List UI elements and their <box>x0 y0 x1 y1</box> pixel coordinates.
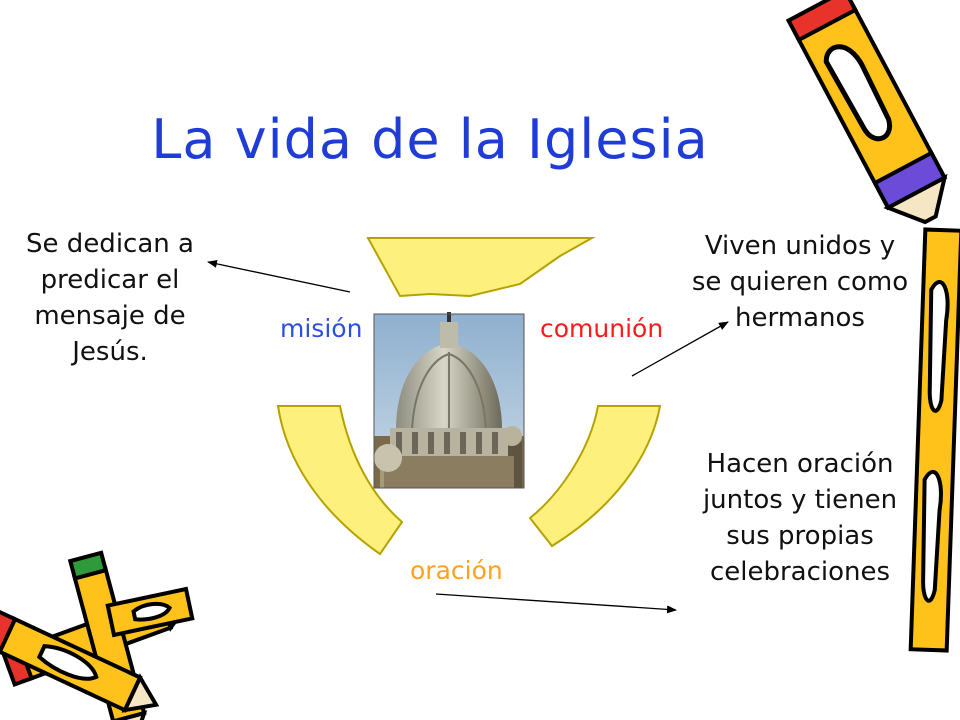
slide-title: La vida de la Iglesia <box>151 108 709 171</box>
label-comunion: comunión <box>540 314 664 343</box>
pencil-clipart-top-right <box>785 0 948 225</box>
label-oracion: oración <box>410 556 503 585</box>
cycle-segment-right <box>528 405 662 548</box>
label-mision: misión <box>280 314 363 343</box>
cycle-segment-top <box>366 237 596 298</box>
pencils-clipart-bottom-left <box>0 550 195 720</box>
pencil-clipart-right <box>908 227 960 653</box>
arrow-comunion <box>631 321 729 377</box>
note-oracion: Hacen oración juntos y tienen sus propia… <box>702 449 898 587</box>
arrow-oracion <box>435 593 677 614</box>
arrow-mision <box>207 259 351 293</box>
st-peters-basilica-dome-photo <box>373 312 525 489</box>
cycle-segment-left <box>276 405 404 556</box>
note-comunion: Viven unidos y se quieren como hermanos <box>691 231 909 333</box>
note-mision: Se dedican a predicar el mensaje de Jesú… <box>26 229 194 367</box>
